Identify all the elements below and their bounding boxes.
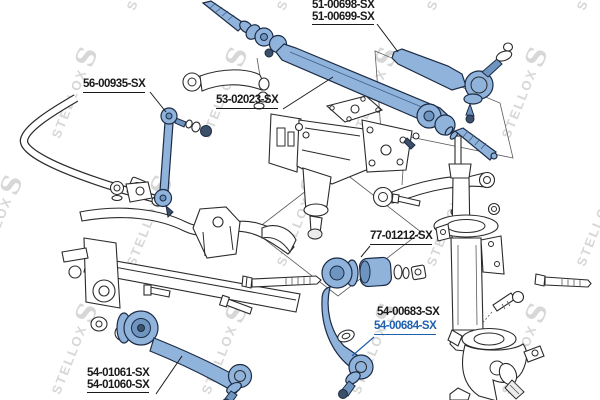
label-tie-rod-51[interactable]: 51-00698-SX 51-00699-SX [312,0,375,25]
stabilizer-link[interactable] [153,107,212,219]
knuckle-bolt [492,290,525,312]
part-number[interactable]: 54-00683-SX [377,306,440,318]
lower-control-arm[interactable] [116,310,253,400]
part-number-highlighted[interactable]: 54-00684-SX [374,320,437,335]
tie-rod-end[interactable] [391,42,514,124]
part-number[interactable]: 77-01212-SX [370,230,433,245]
tension-strut[interactable] [321,257,374,399]
subframe [61,180,301,342]
label-control-arm-54[interactable]: 54-01061-SX 54-01060-SX [87,367,150,393]
part-number[interactable]: 51-00698-SX [312,0,375,11]
part-number[interactable]: 56-00935-SX [83,78,146,93]
leader-lines [149,23,399,395]
control-arm-bushing[interactable] [358,256,427,288]
part-number[interactable]: 51-00699-SX [312,11,375,25]
label-stabilizer-link-56[interactable]: 56-00935-SX [83,78,146,93]
part-number[interactable]: 53-02023-SX [216,94,279,109]
label-bushing-77[interactable]: 77-01212-SX [370,230,433,245]
subframe-bolt [241,275,322,289]
steering-gearbox [268,95,413,240]
steering-knuckle [447,327,545,400]
center-tie-rod[interactable] [201,0,498,161]
part-number[interactable]: 54-01061-SX [87,367,150,379]
strut-bolt-long [534,273,592,288]
idler-arm[interactable] [182,69,270,110]
label-tension-strut-684-selected[interactable]: 54-00684-SX [374,320,437,335]
label-tension-strut-683[interactable]: 54-00683-SX [377,306,440,319]
strut [433,135,505,353]
part-number[interactable]: 54-01060-SX [87,379,150,393]
label-idler-arm-53[interactable]: 53-02023-SX [216,94,279,109]
